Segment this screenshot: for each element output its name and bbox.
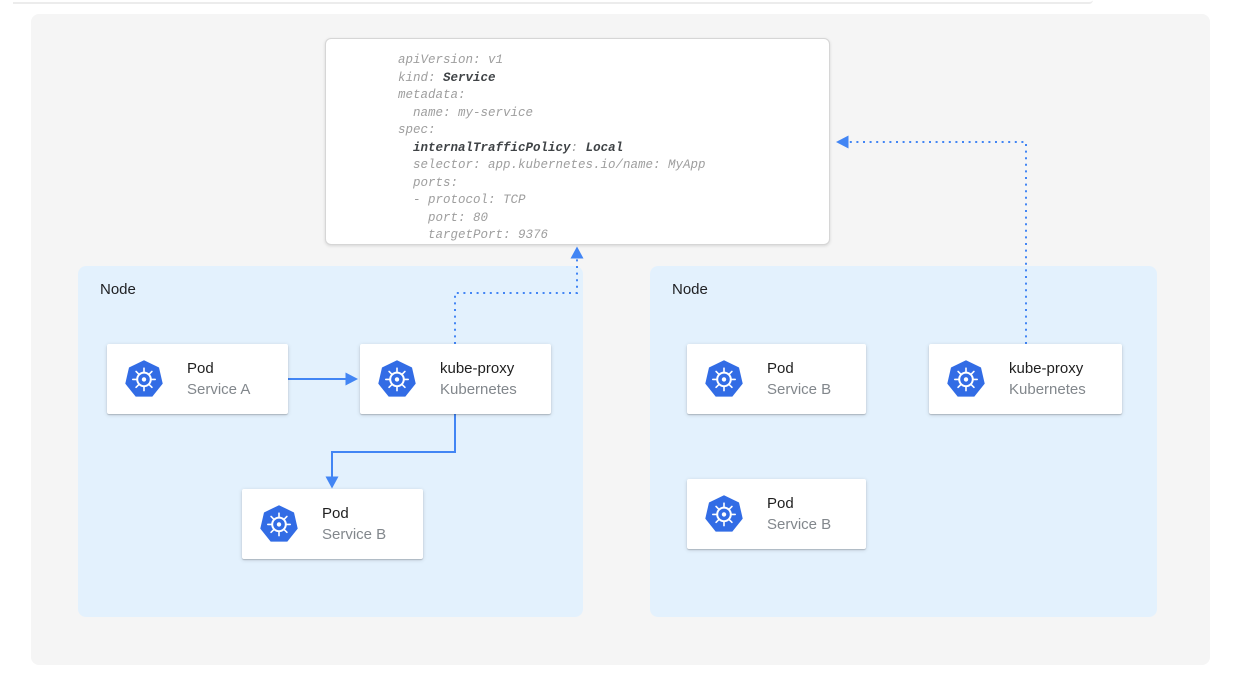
- kubernetes-icon: [704, 359, 744, 398]
- box-subtitle: Kubernetes: [440, 381, 517, 398]
- box-title: Pod: [767, 360, 794, 377]
- kubernetes-icon: [946, 359, 986, 398]
- kube-proxy-box-left: kube-proxy Kubernetes: [360, 344, 551, 414]
- kubernetes-icon: [259, 504, 299, 543]
- box-title: kube-proxy: [440, 360, 515, 377]
- box-subtitle: Service B: [767, 381, 832, 398]
- kubernetes-icon: [704, 494, 744, 533]
- pod-box-service-b-left: Pod Service B: [242, 489, 423, 559]
- box-title: Pod: [187, 360, 214, 377]
- box-subtitle: Service A: [187, 381, 251, 398]
- kube-proxy-box-right: kube-proxy Kubernetes: [929, 344, 1122, 414]
- top-edge-divider: [13, 0, 1093, 4]
- box-subtitle: Service B: [767, 516, 832, 533]
- box-title: kube-proxy: [1009, 360, 1084, 377]
- pod-box-service-b-right-top: Pod Service B: [687, 344, 866, 414]
- kubernetes-icon: [124, 359, 164, 398]
- box-title: Pod: [322, 505, 349, 522]
- pod-box-service-b-right-bottom: Pod Service B: [687, 479, 866, 549]
- box-title: Pod: [767, 495, 794, 512]
- kubernetes-icon: [377, 359, 417, 398]
- node-left: Node: [78, 266, 583, 617]
- pod-box-service-a: Pod Service A: [107, 344, 288, 414]
- node-left-label: Node: [100, 281, 136, 298]
- node-right-label: Node: [672, 281, 708, 298]
- node-right: Node: [650, 266, 1157, 617]
- box-subtitle: Service B: [322, 526, 387, 543]
- box-subtitle: Kubernetes: [1009, 381, 1086, 398]
